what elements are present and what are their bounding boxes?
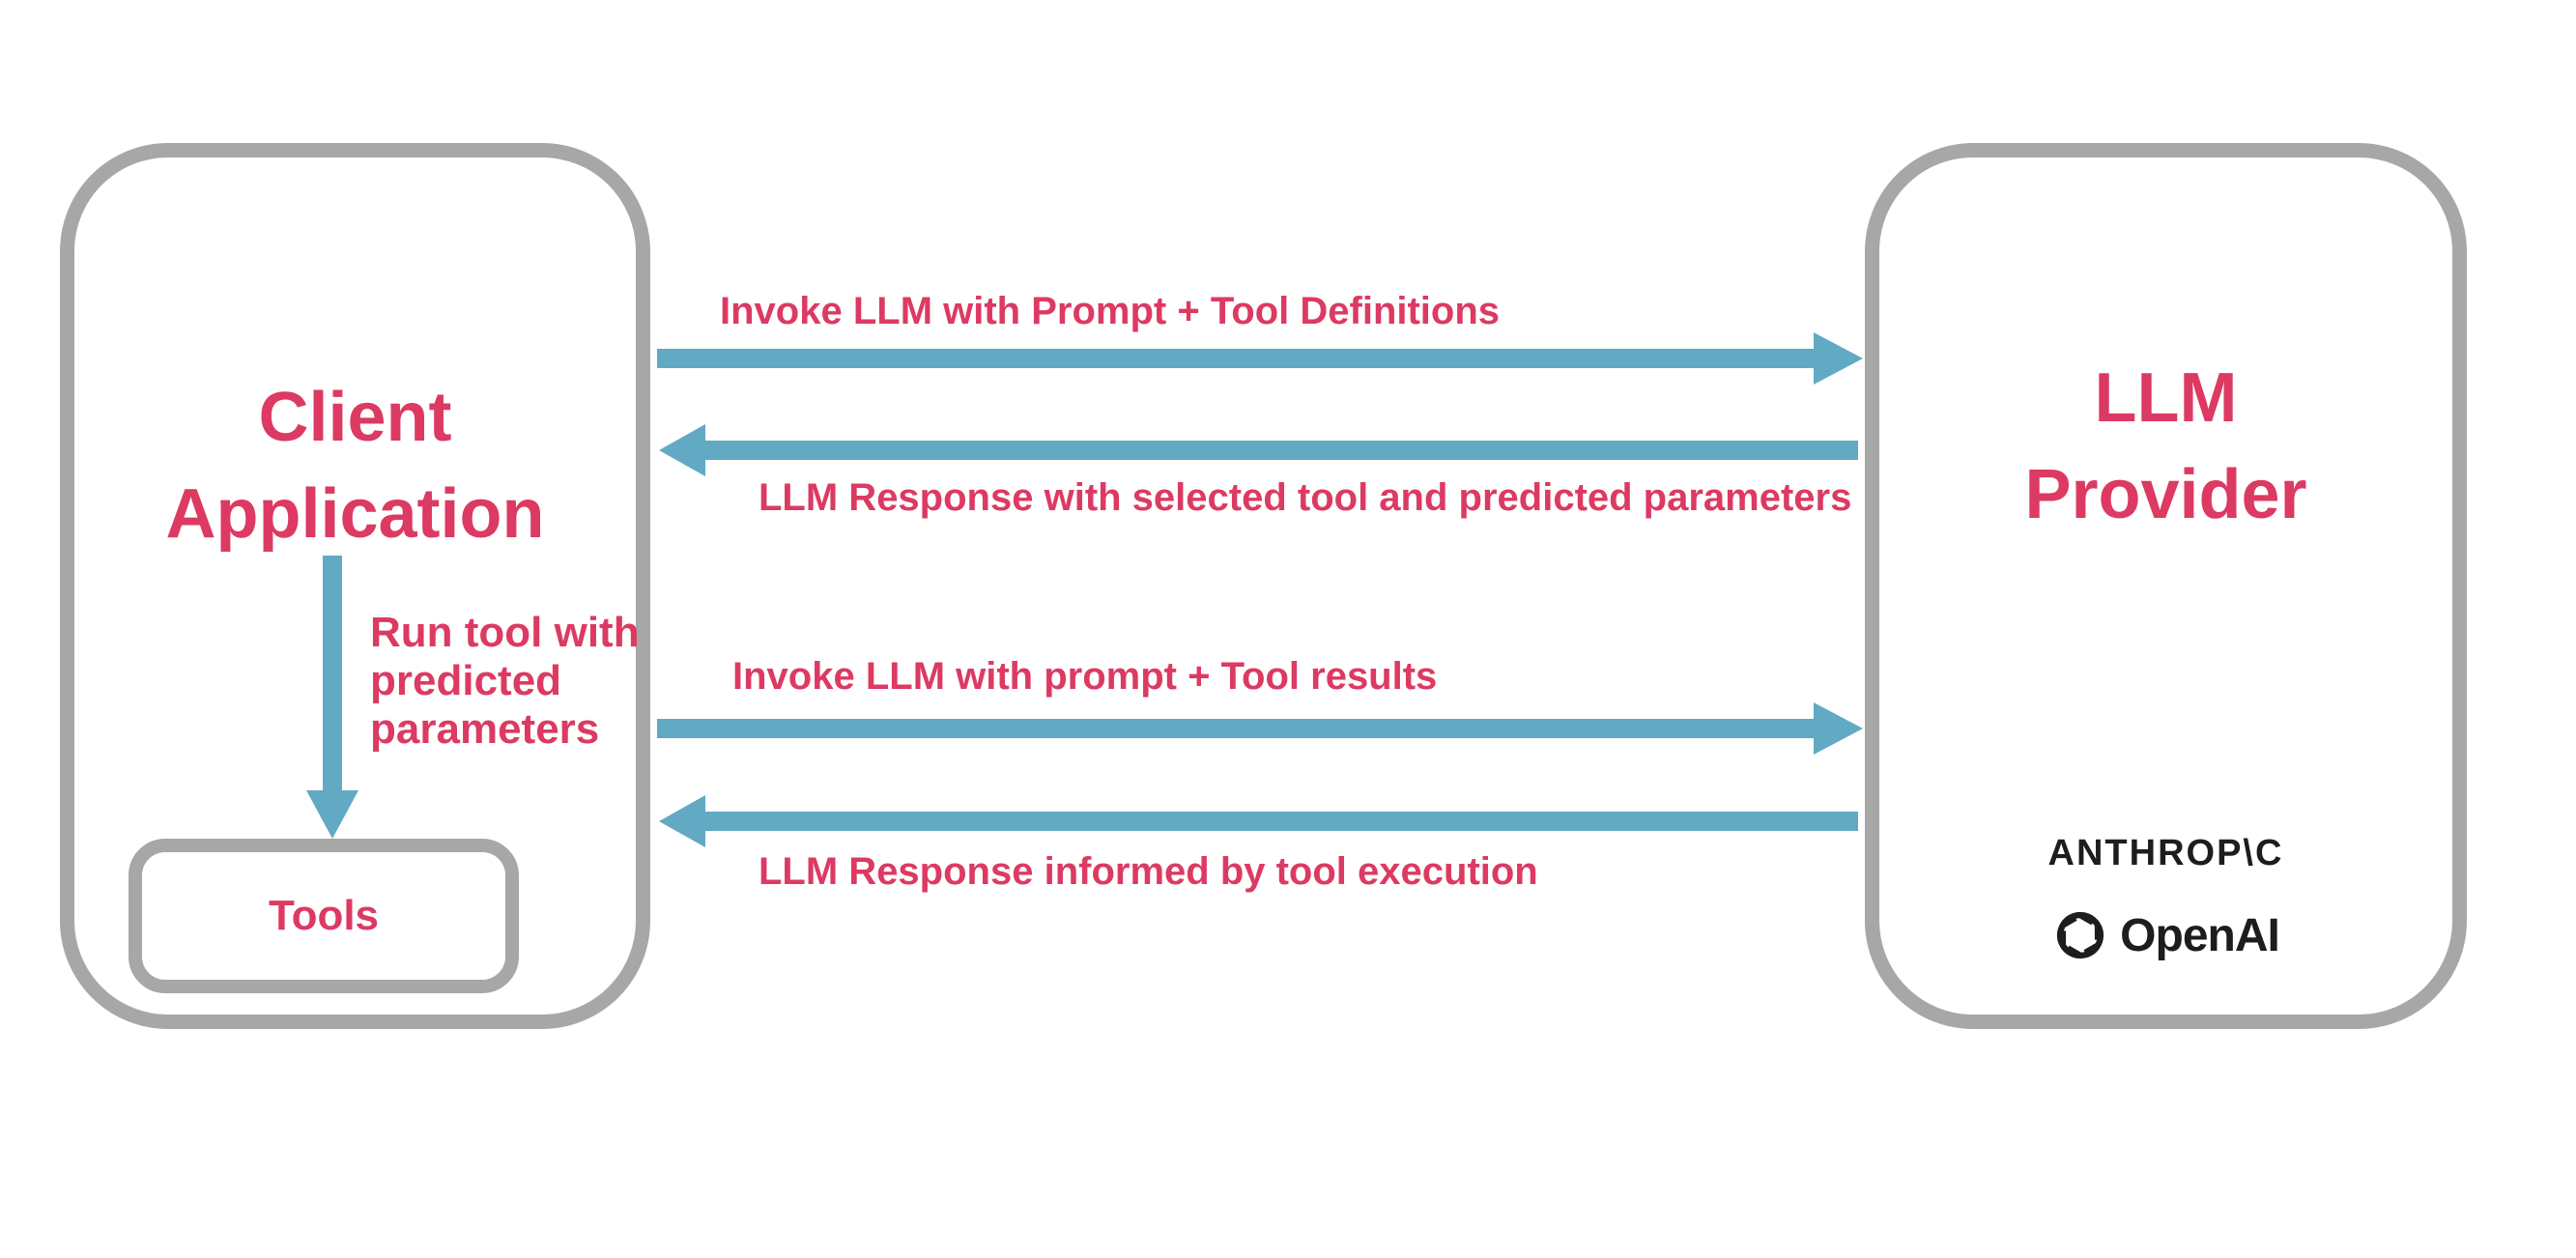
llm-provider-title: LLM Provider (1879, 350, 2452, 543)
provider-title-line2: Provider (2024, 456, 2307, 533)
flow-label-invoke-with-tool-results: Invoke LLM with prompt + Tool results (732, 655, 1438, 698)
run-tool-note: Run tool with predicted parameters (370, 609, 640, 754)
flow-arrow-0-right-icon (1814, 332, 1863, 385)
flow-arrow-1-shaft (705, 441, 1858, 460)
client-application-box: Client Application Run tool with predict… (60, 143, 650, 1029)
flow-arrow-1-left-icon (659, 424, 705, 476)
openai-flower-icon (2057, 911, 2104, 959)
openai-logo: OpenAI (1879, 903, 2452, 967)
client-application-title: Client Application (74, 369, 636, 562)
run-tool-arrow-down-icon (306, 790, 358, 839)
tools-label: Tools (268, 892, 380, 939)
run-tool-note-line2: predicted (370, 657, 562, 704)
run-tool-arrow-shaft (323, 556, 342, 790)
openai-logo-text: OpenAI (2120, 909, 2280, 961)
client-title-line2: Application (165, 475, 545, 553)
tools-box: Tools (129, 839, 519, 993)
flow-label-response-selected-tool: LLM Response with selected tool and pred… (758, 476, 1852, 519)
flow-arrow-2-right-icon (1814, 702, 1863, 755)
run-tool-note-line3: parameters (370, 705, 600, 753)
flow-label-response-informed-by-tool: LLM Response informed by tool execution (758, 850, 1538, 893)
run-tool-note-line1: Run tool with (370, 609, 640, 656)
provider-title-line1: LLM (2094, 359, 2238, 437)
anthropic-logo: ANTHROP\C (2047, 833, 2284, 873)
flow-arrow-2-shaft (657, 719, 1814, 738)
flow-arrow-3-left-icon (659, 795, 705, 847)
flow-label-invoke-with-tool-definitions: Invoke LLM with Prompt + Tool Definition… (720, 290, 1501, 332)
llm-provider-box: LLM Provider ANTHROP\C OpenAI (1865, 143, 2467, 1029)
client-title-line1: Client (258, 379, 452, 456)
flow-arrow-0-shaft (657, 349, 1814, 368)
flow-arrow-3-shaft (705, 812, 1858, 831)
